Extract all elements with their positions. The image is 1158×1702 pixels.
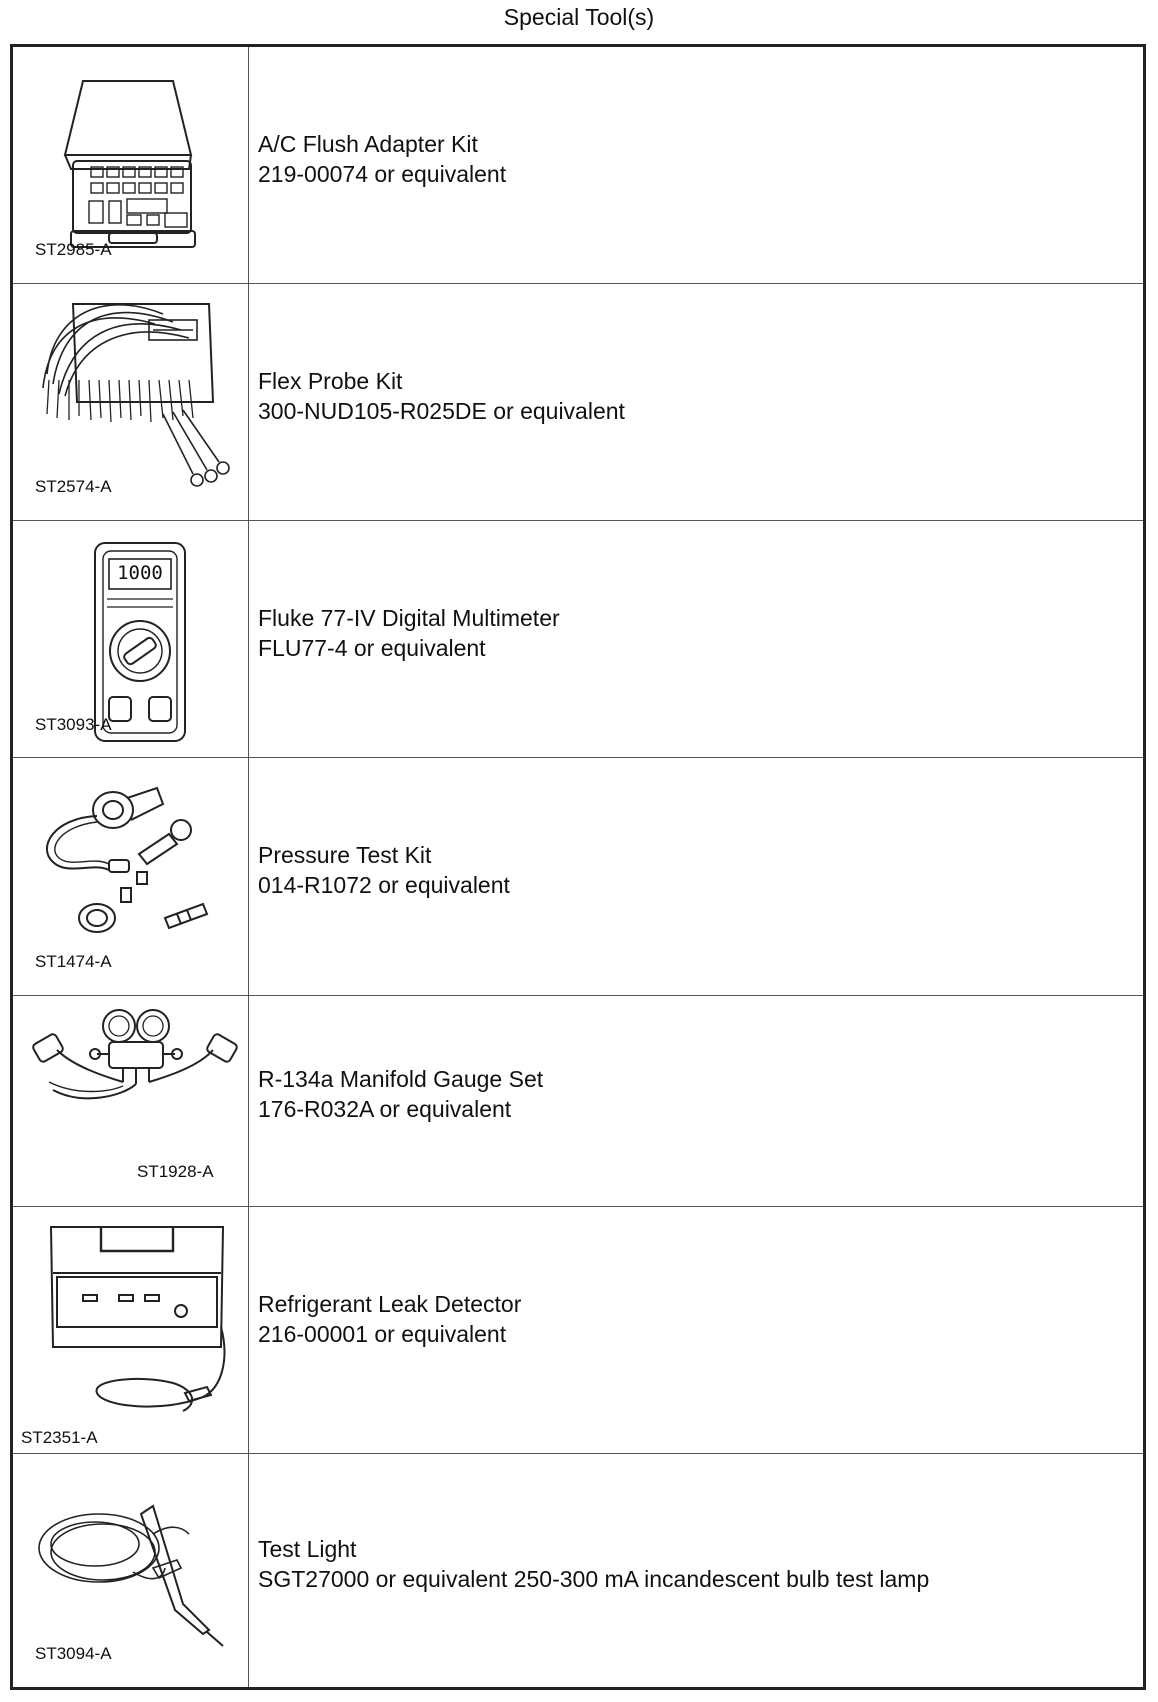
tool-image-cell: ST1928-A (13, 996, 249, 1206)
meter-display-reading: 1000 (117, 562, 163, 584)
tool-name: Pressure Test Kit (258, 842, 432, 868)
pressure-test-kit-icon (46, 786, 209, 933)
tool-image-cell: ST2574-A (13, 284, 249, 520)
tool-code: ST1474-A (35, 952, 112, 971)
tool-image-cell: ST3094-A (13, 1454, 249, 1687)
table-row: ST3094-A Test Light SGT27000 or equivale… (13, 1454, 1143, 1687)
table-row: ST2351-A Refrigerant Leak Detector 216-0… (13, 1207, 1143, 1454)
tool-image-cell: 1000 ST3093-A (13, 521, 249, 757)
tool-description-cell: Pressure Test Kit 014-R1072 or equivalen… (249, 758, 1143, 995)
table-row: 1000 ST3093-A Fluke 77-IV Digital Multim… (13, 521, 1143, 758)
leak-detector-icon (49, 1226, 226, 1412)
tool-part-number: SGT27000 or equivalent 250-300 mA incand… (258, 1566, 930, 1592)
tool-code: ST2351-A (21, 1428, 98, 1447)
tool-description-cell: Fluke 77-IV Digital Multimeter FLU77-4 o… (249, 521, 1143, 757)
test-light-icon (38, 1504, 224, 1647)
tool-name: Test Light (258, 1536, 357, 1562)
page-title: Special Tool(s) (503, 4, 655, 30)
tool-name: R-134a Manifold Gauge Set (258, 1066, 544, 1092)
tool-description-cell: Flex Probe Kit 300-NUD105-R025DE or equi… (249, 284, 1143, 520)
tool-part-number: 216-00001 or equivalent (258, 1321, 507, 1347)
table-row: ST1928-A R-134a Manifold Gauge Set 176-R… (13, 996, 1143, 1207)
tool-code: ST2574-A (35, 477, 112, 496)
tool-part-number: FLU77-4 or equivalent (258, 635, 486, 661)
tool-name: Flex Probe Kit (258, 368, 403, 394)
multimeter-icon (94, 542, 186, 742)
tool-description-cell: A/C Flush Adapter Kit 219-00074 or equiv… (249, 47, 1143, 283)
tool-image-cell: ST1474-A (13, 758, 249, 995)
tool-part-number: 219-00074 or equivalent (258, 161, 507, 187)
table-row: ST1474-A Pressure Test Kit 014-R1072 or … (13, 758, 1143, 996)
tool-image-cell: ST2985-A (13, 47, 249, 283)
tool-name: Fluke 77-IV Digital Multimeter (258, 605, 560, 631)
table-row: ST2985-A A/C Flush Adapter Kit 219-00074… (13, 47, 1143, 284)
tool-part-number: 176-R032A or equivalent (258, 1096, 512, 1122)
tool-description-cell: Test Light SGT27000 or equivalent 250-30… (249, 1454, 1143, 1687)
tool-description-cell: Refrigerant Leak Detector 216-00001 or e… (249, 1207, 1143, 1453)
tool-name: Refrigerant Leak Detector (258, 1291, 522, 1317)
tool-code: ST3094-A (35, 1644, 112, 1663)
tool-code: ST2985-A (35, 240, 112, 259)
tool-description-cell: R-134a Manifold Gauge Set 176-R032A or e… (249, 996, 1143, 1206)
manifold-gauge-icon (32, 1009, 238, 1100)
special-tools-table: ST2985-A A/C Flush Adapter Kit 219-00074… (10, 44, 1146, 1690)
tool-image-cell: ST2351-A (13, 1207, 249, 1453)
tool-code: ST1928-A (137, 1162, 214, 1181)
tool-part-number: 014-R1072 or equivalent (258, 872, 510, 898)
table-row: ST2574-A Flex Probe Kit 300-NUD105-R025D… (13, 284, 1143, 521)
tool-name: A/C Flush Adapter Kit (258, 131, 478, 157)
probe-kit-icon (42, 303, 230, 487)
tool-part-number: 300-NUD105-R025DE or equivalent (258, 398, 625, 424)
tool-code: ST3093-A (35, 715, 112, 734)
tool-case-icon (63, 80, 196, 248)
